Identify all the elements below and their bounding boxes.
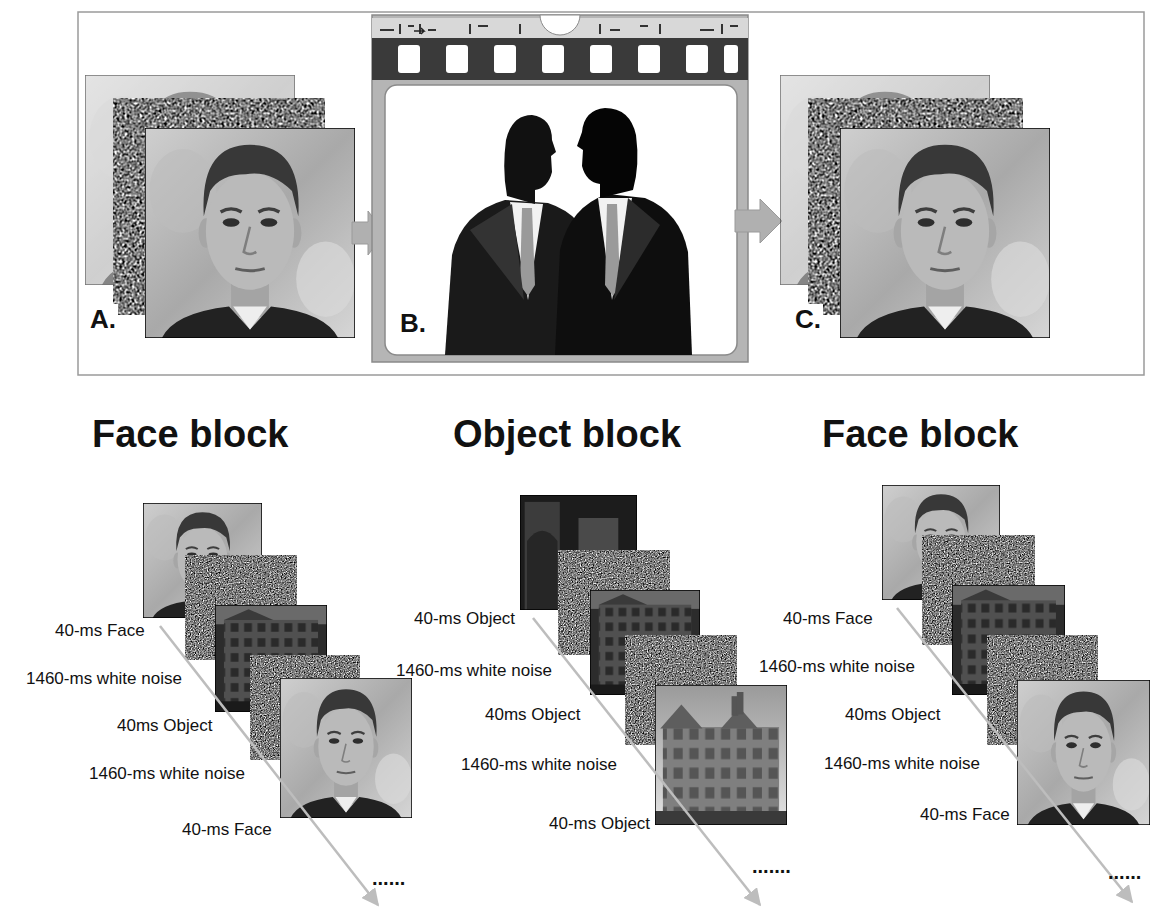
timing-label: 40ms Object xyxy=(485,705,580,725)
label-slot: Object block xyxy=(453,412,681,458)
silhouette-couple xyxy=(445,108,692,355)
label-slot: 40ms Object xyxy=(485,705,580,725)
face-photo xyxy=(840,128,1050,338)
label-slot: 1460-ms white noise xyxy=(824,754,980,774)
label-slot: B. xyxy=(398,308,428,339)
face-photo xyxy=(280,678,412,818)
trial-sequence xyxy=(143,503,412,905)
timing-label: 1460-ms white noise xyxy=(824,754,980,774)
continuation-dots: ...... xyxy=(1108,860,1141,884)
timing-label: 40-ms Face xyxy=(783,609,873,629)
label-slot: C. xyxy=(793,304,823,335)
stimulus-stack-c xyxy=(780,75,1050,338)
panel-letter: C. xyxy=(793,304,823,335)
label-slot: 40-ms Object xyxy=(549,814,650,834)
block-title: Face block xyxy=(822,412,1018,458)
label-slot: Face block xyxy=(822,412,1018,458)
label-slot: Face block xyxy=(92,412,288,458)
trial-sequence xyxy=(882,485,1150,902)
panel-letter: A. xyxy=(88,304,118,335)
timing-label: 1460-ms white noise xyxy=(461,755,617,775)
label-slot: 1460-ms white noise xyxy=(461,755,617,775)
label-slot: 40-ms Face xyxy=(783,609,873,629)
timing-label: 1460-ms white noise xyxy=(759,657,915,677)
block-arrow xyxy=(735,199,782,243)
timing-label: 40-ms Object xyxy=(549,814,650,834)
timing-label: 1460-ms white noise xyxy=(396,661,552,681)
timing-label: 1460-ms white noise xyxy=(26,669,182,689)
timing-label: 40ms Object xyxy=(845,705,940,725)
trial-sequence xyxy=(520,495,787,905)
stimulus-stack-a xyxy=(85,75,355,338)
continuation-dots: ...... xyxy=(372,866,405,890)
label-slot: 40ms Object xyxy=(117,716,212,736)
panel-frame xyxy=(78,12,1144,375)
label-slot: 40-ms Face xyxy=(55,621,145,641)
label-slot: ...... xyxy=(1108,860,1141,884)
panel-letter: B. xyxy=(398,308,428,339)
block-title: Face block xyxy=(92,412,288,458)
label-slot: 1460-ms white noise xyxy=(759,657,915,677)
label-slot: A. xyxy=(88,304,118,335)
label-slot: 40-ms Face xyxy=(920,805,1010,825)
face-photo xyxy=(145,128,355,338)
timing-label: 40ms Object xyxy=(117,716,212,736)
timing-label: 1460-ms white noise xyxy=(89,764,245,784)
film-frame xyxy=(372,15,748,362)
timing-label: 40-ms Object xyxy=(414,609,515,629)
label-slot: 40-ms Face xyxy=(182,820,272,840)
object-photo xyxy=(655,685,787,825)
timing-label: 40-ms Face xyxy=(55,621,145,641)
face-photo xyxy=(1017,680,1150,825)
timing-label: 40-ms Face xyxy=(920,805,1010,825)
label-slot: ...... xyxy=(372,866,405,890)
label-slot: 1460-ms white noise xyxy=(89,764,245,784)
label-slot: ....... xyxy=(752,854,791,878)
block-title: Object block xyxy=(453,412,681,458)
label-slot: 40-ms Object xyxy=(414,609,515,629)
label-slot: 40ms Object xyxy=(845,705,940,725)
label-slot: 1460-ms white noise xyxy=(26,669,182,689)
continuation-dots: ....... xyxy=(752,854,791,878)
timing-label: 40-ms Face xyxy=(182,820,272,840)
label-slot: 1460-ms white noise xyxy=(396,661,552,681)
